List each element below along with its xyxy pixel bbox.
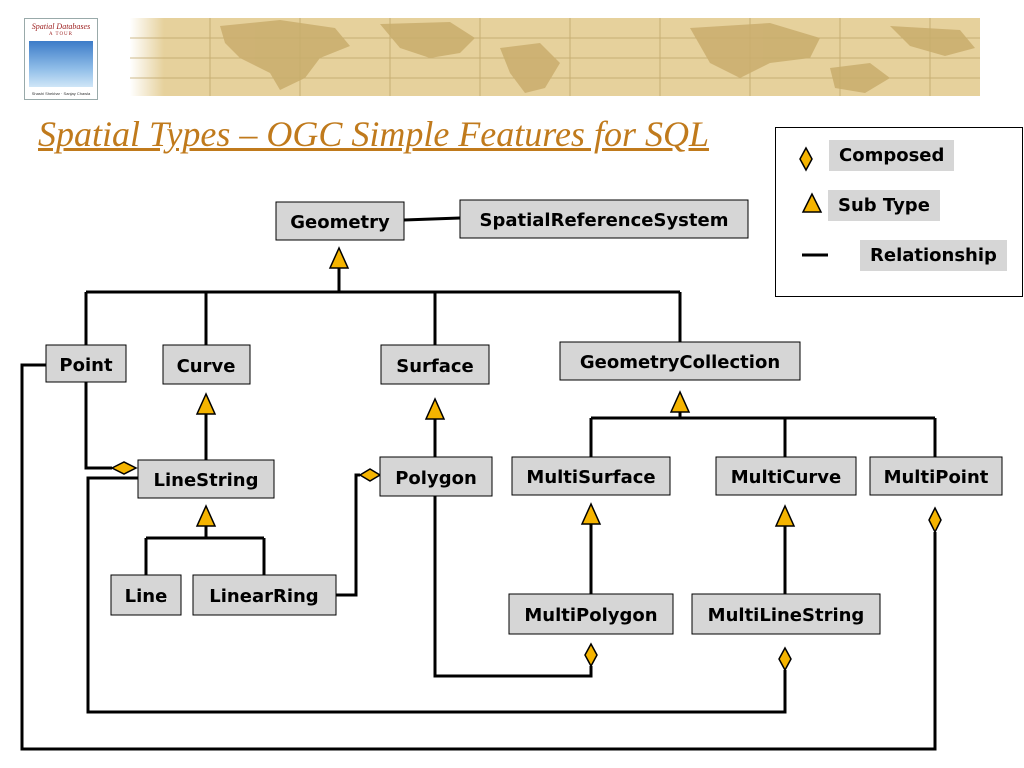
composed-diamond [110,461,138,475]
legend-relationship-label: Relationship [860,240,1007,271]
node-line: Line [110,574,182,616]
composed-diamond [358,468,382,482]
node-label-multisurface: MultiSurface [526,467,655,488]
legend-composed-label: Composed [829,140,955,171]
relationship-line [403,216,461,222]
node-multicurve: MultiCurve [715,456,857,496]
page-title: Spatial Types – OGC Simple Features for … [38,114,709,154]
legend-subtype-label: Sub Type [828,190,940,221]
node-multipoint: MultiPoint [869,456,1003,496]
connector-lines [20,216,937,751]
node-label-srs: SpatialReferenceSystem [480,210,729,231]
node-label-multicurve: MultiCurve [731,467,842,488]
world-map-banner [130,18,980,96]
node-multilinestring: MultiLineString [691,593,881,635]
composed-line [433,496,593,678]
composed-diamond [584,642,598,668]
node-label-linearring: LinearRing [209,586,318,607]
node-polygon: Polygon [379,456,493,497]
book-title: Spatial Databases [31,22,91,31]
node-linestring: LineString [137,459,275,499]
node-label-multipoint: MultiPoint [884,467,989,488]
node-label-geometry: Geometry [290,212,390,233]
composed-line [336,473,360,597]
book-authors: Shashi Shekhar · Sanjay Chawla [31,91,91,96]
subtype-triangle [195,504,217,527]
node-label-line: Line [125,586,168,607]
subtype-triangle-icon [801,192,823,213]
node-label-polygon: Polygon [395,468,477,489]
node-label-multilinestring: MultiLineString [708,605,865,626]
node-label-point: Point [59,355,113,376]
node-surface: Surface [380,344,490,385]
composed-diamond-icon [799,146,813,172]
composed-line [86,476,787,714]
node-label-linestring: LineString [154,470,259,491]
node-spatial-reference-system: SpatialReferenceSystem [459,199,749,239]
book-subtitle: A TOUR [48,32,73,37]
composed-diamond [928,506,942,534]
node-label-multipolygon: MultiPolygon [524,605,657,626]
book-cover: Spatial Databases A TOUR Shashi Shekhar … [24,18,98,100]
node-label-geometry-collection: GeometryCollection [580,352,780,373]
node-curve: Curve [162,344,251,385]
subtype-markers [195,246,796,527]
composed-line [20,363,937,751]
subtype-triangle [669,390,691,413]
composed-line [84,382,112,470]
node-linearring: LinearRing [192,574,337,616]
subtype-triangle [580,502,602,525]
node-label-curve: Curve [177,356,236,377]
subtype-triangle [774,504,796,527]
composed-markers [110,461,942,672]
book-cover-sky-image [29,41,93,87]
subtype-triangle [424,397,446,420]
node-geometry-collection: GeometryCollection [559,341,801,381]
node-multisurface: MultiSurface [511,456,671,496]
legend: Composed Sub Type Relationship [775,127,1023,297]
subtype-triangle [328,246,350,269]
node-multipolygon: MultiPolygon [508,593,674,635]
world-map-image [130,18,980,96]
subtype-triangle [195,392,217,415]
composed-diamond [778,646,792,672]
relationship-line-icon [802,253,828,257]
node-point: Point [45,344,127,383]
node-geometry: Geometry [275,201,405,241]
node-label-surface: Surface [396,356,474,377]
